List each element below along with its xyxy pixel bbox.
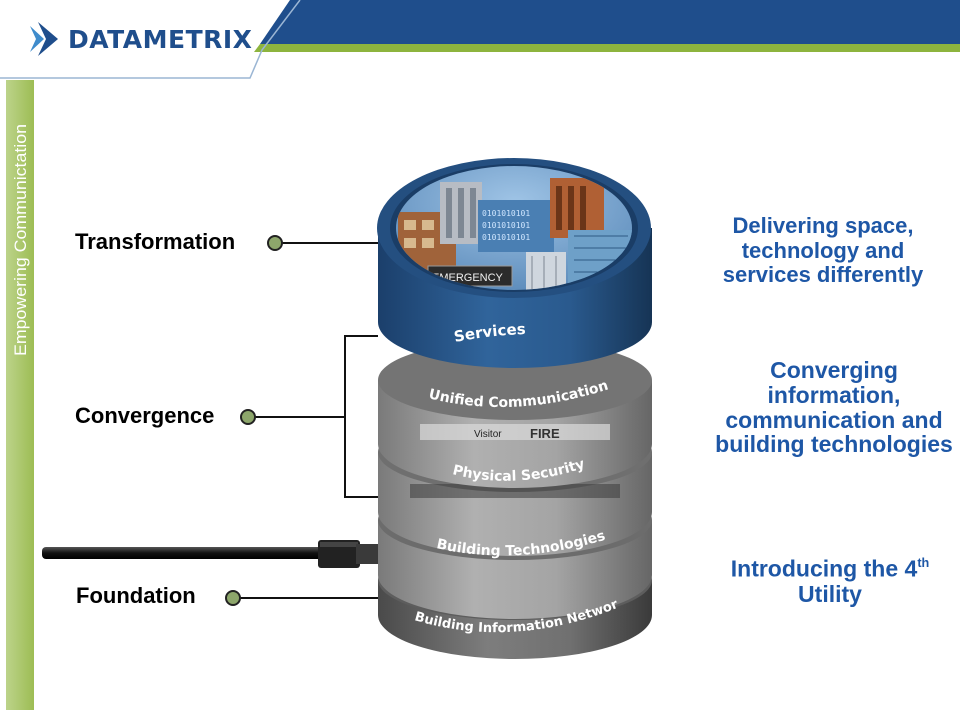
description-convergence: Converging information, communication an… <box>704 358 960 457</box>
text-line: technology and <box>741 237 905 263</box>
utility-line-1: Introducing the 4 <box>730 555 918 582</box>
text-line: communication and <box>725 406 943 433</box>
arrow-chevron-icon <box>30 22 58 56</box>
connector-convergence <box>240 335 378 498</box>
text-line: Utility <box>798 581 862 608</box>
header-band <box>0 0 960 79</box>
text-line: Converging <box>770 357 898 383</box>
side-strip <box>6 80 34 710</box>
label-convergence: Convergence <box>75 403 215 428</box>
ethernet-cable <box>42 540 378 568</box>
company-logo: DATAMETRIX <box>30 22 252 56</box>
text-line: services differently <box>722 262 924 288</box>
text-line: Introducing the 4th <box>714 556 946 582</box>
binary-code-text-2: 0101010101 <box>482 221 530 230</box>
binary-code-text-3: 0101010101 <box>482 233 530 242</box>
description-transformation: Delivering space, technology and service… <box>700 213 946 288</box>
fire-sign: FIRE <box>530 426 560 441</box>
vertical-tagline: Empowering Communictation <box>11 124 30 356</box>
description-foundation: Introducing the 4th Utility <box>714 556 946 608</box>
utility-superscript: th <box>917 556 930 570</box>
visitor-sign: Visitor <box>474 429 502 440</box>
company-name: DATAMETRIX <box>68 24 253 54</box>
connector-foundation <box>225 590 378 606</box>
tagline-text: Empowering Communictation <box>11 124 30 356</box>
text-line: Delivering space, <box>732 213 914 238</box>
layer-services: 0101010101 0101010101 0101010101 EMERGEN… <box>377 158 652 368</box>
text-line: information, <box>767 381 901 408</box>
label-foundation: Foundation <box>76 583 196 608</box>
connector-transformation <box>267 235 378 251</box>
text-line: building technologies <box>715 431 953 458</box>
label-transformation: Transformation <box>75 229 236 254</box>
binary-code-text: 0101010101 <box>482 209 530 218</box>
